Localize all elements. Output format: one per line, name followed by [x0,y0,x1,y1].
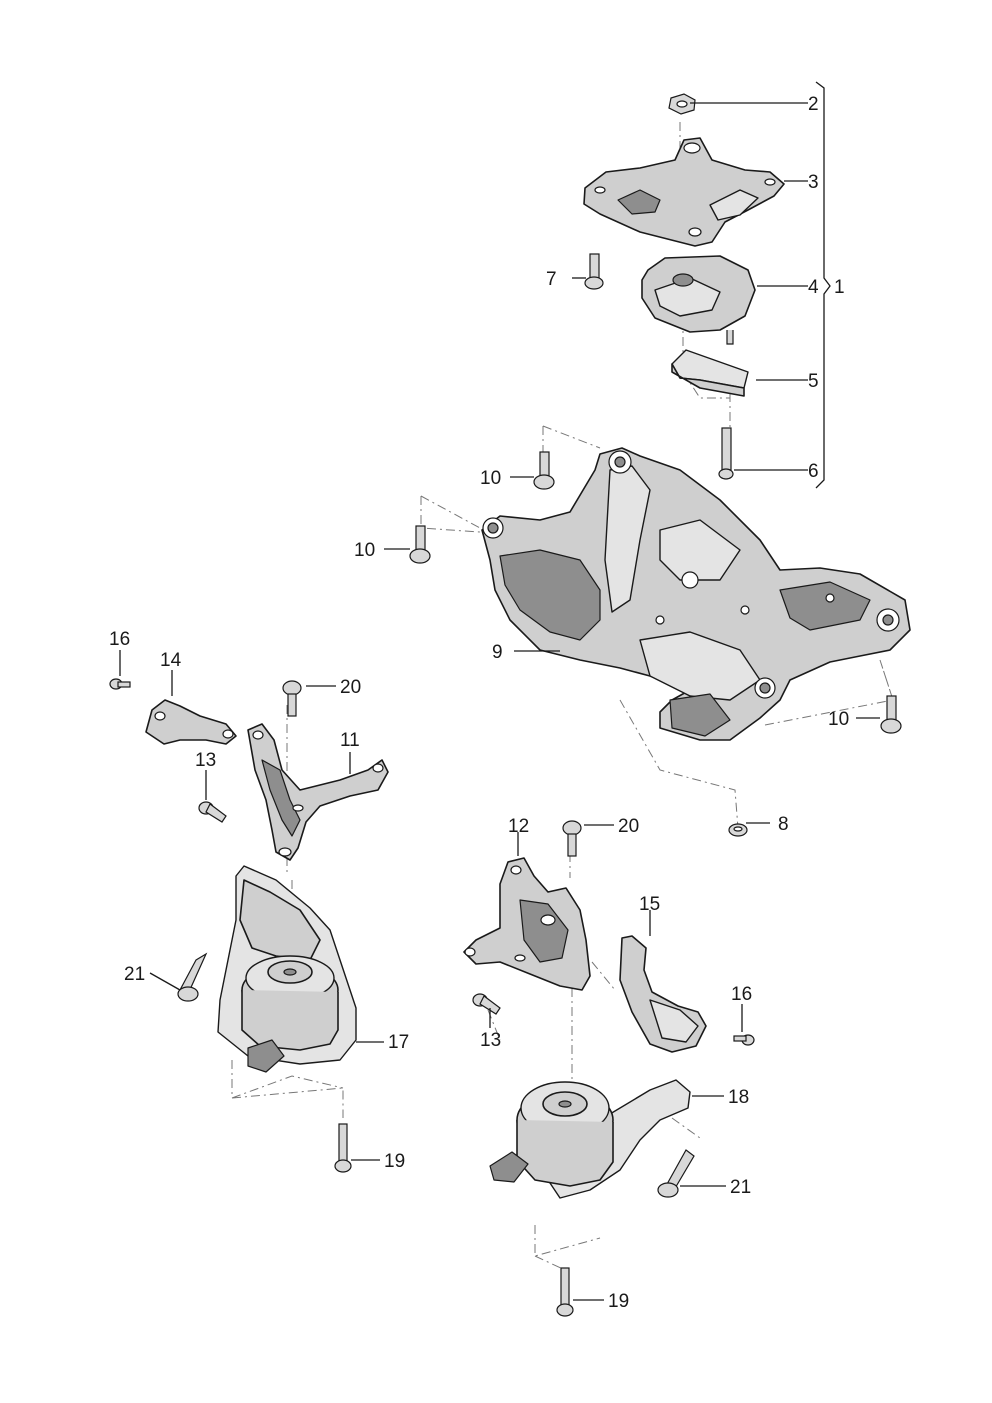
part-13-screw-left [198,801,227,823]
callout-3: 3 [808,172,819,193]
callout-2: 2 [808,94,819,115]
part-16-screw-left [109,678,131,690]
part-8-nut [728,823,748,837]
part-15-bracket [619,935,707,1053]
callout-9: 9 [492,642,503,663]
part-7-bolt [584,253,604,290]
callout-numbers: 1 2 3 4 5 6 7 8 9 10 10 10 11 12 13 13 1… [109,94,849,1312]
callout-13a: 13 [195,750,216,771]
callout-18: 18 [728,1087,749,1108]
part-11-bracket [247,723,389,861]
callout-8: 8 [778,814,789,835]
part-21-bolt-right [657,1149,695,1198]
callout-10c: 10 [828,709,849,730]
callout-16b: 16 [731,984,752,1005]
callout-19b: 19 [608,1291,629,1312]
part-12-bracket [463,857,591,991]
callout-19a: 19 [384,1151,405,1172]
callout-1: 1 [834,277,845,298]
part-2-nut [668,93,696,115]
part-13-screw-right [472,993,501,1015]
part-20-bolt-right [562,820,582,857]
callout-20b: 20 [618,816,639,837]
callout-10b: 10 [354,540,375,561]
callout-21b: 21 [730,1177,751,1198]
callout-5: 5 [808,371,819,392]
part-16-screw-right [733,1034,755,1046]
part-4-mount-block [641,255,756,345]
part-18-engine-mount-right [489,1079,691,1199]
part-3-mount-bracket [583,137,785,247]
callout-16a: 16 [109,629,130,650]
callout-4: 4 [808,277,819,298]
part-10-bolt-a [533,451,555,490]
callout-12: 12 [508,816,529,837]
callout-21a: 21 [124,964,145,985]
callout-7: 7 [546,269,557,290]
part-19-bolt-right [556,1267,574,1317]
part-10-bolt-c [880,695,902,734]
part-19-bolt-left [334,1123,352,1173]
callout-13b: 13 [480,1030,501,1051]
part-9-subframe [481,447,911,741]
callout-leader-lines [119,81,880,1301]
callout-17: 17 [388,1032,409,1053]
callout-10a: 10 [480,468,501,489]
part-5-plate [671,349,749,397]
callout-6: 6 [808,461,819,482]
part-17-engine-mount-left [217,865,357,1073]
part-10-bolt-b [409,525,431,564]
callout-11: 11 [340,730,360,751]
callout-15: 15 [639,894,660,915]
part-21-bolt-left [177,952,208,1002]
callout-14: 14 [160,650,182,671]
callout-20a: 20 [340,677,361,698]
part-14-bracket [145,699,237,745]
part-20-bolt-left [282,680,302,717]
part-6-bolt [718,427,734,480]
